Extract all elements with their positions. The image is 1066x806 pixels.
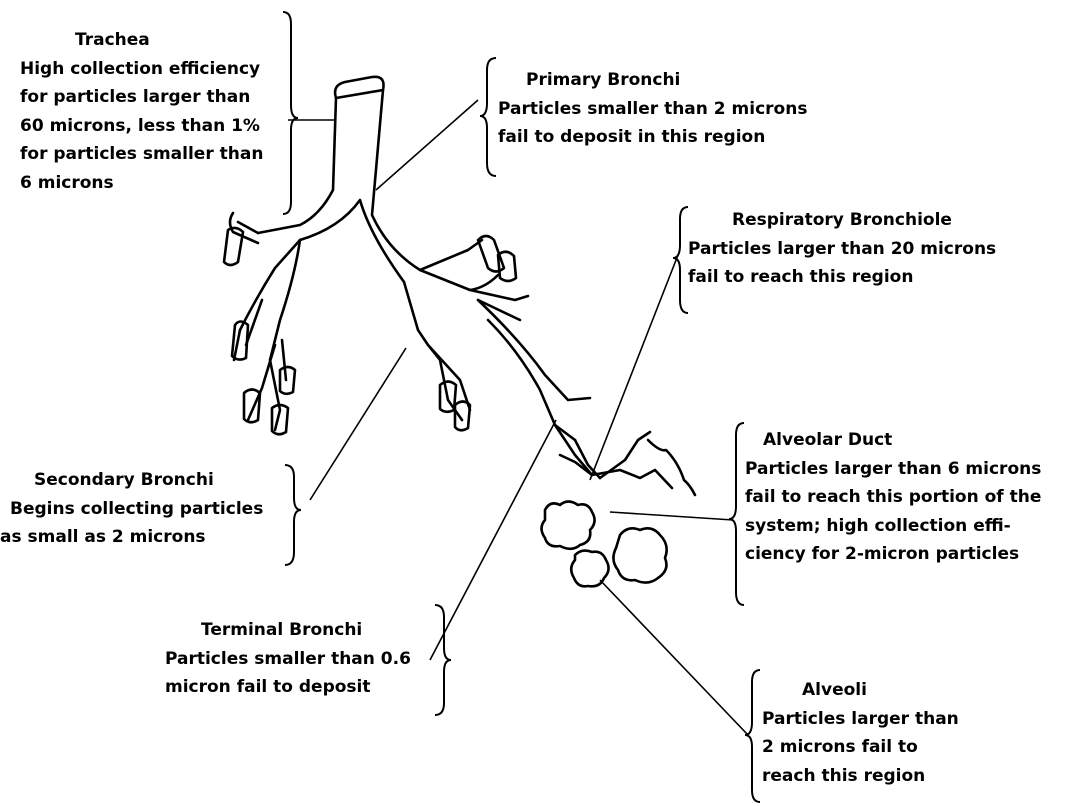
secondary-bronchi-text-line: Begins collecting particles xyxy=(0,495,263,524)
terminal-bronchus xyxy=(478,300,590,440)
terminal-bronchi-leader xyxy=(430,420,556,660)
alveoli-cluster-1 xyxy=(542,502,595,549)
alveoli-text-line: Particles larger than xyxy=(762,705,959,734)
trachea-text-line: for particles smaller than xyxy=(20,140,263,169)
secondary-bronchi-title: Secondary Bronchi xyxy=(0,466,263,495)
respiratory-bronchiole-title: Respiratory Bronchiole xyxy=(688,206,996,235)
alveolar-duct-text-line: ciency for 2-micron particles xyxy=(745,540,1041,569)
trachea-title: Trachea xyxy=(20,26,263,55)
respiratory-bronchiole-label: Respiratory Bronchiole Particles larger … xyxy=(688,206,996,292)
alveolar-duct-leader xyxy=(610,512,733,520)
alveoli-text-line: reach this region xyxy=(762,762,959,791)
trachea-text-line: 60 microns, less than 1% xyxy=(20,112,263,141)
trachea-text-line: for particles larger than xyxy=(20,83,263,112)
alveolar-duct-text-line: Particles larger than 6 microns xyxy=(745,455,1041,484)
respiratory-bronchiole-text-line: fail to reach this region xyxy=(688,263,996,292)
primary-bronchi-title: Primary Bronchi xyxy=(498,66,807,95)
secondary-bronchi-text-line: as small as 2 microns xyxy=(0,523,263,552)
alveoli-cluster-2 xyxy=(613,528,666,582)
alveolar-duct-bracket xyxy=(729,423,744,605)
alveolar-duct-label: Alveolar Duct Particles larger than 6 mi… xyxy=(745,426,1041,569)
alveolar-duct-text-line: system; high collection effi- xyxy=(745,512,1041,541)
primary-bronchi-text-line: fail to deposit in this region xyxy=(498,123,807,152)
alveoli-text-line: 2 microns fail to xyxy=(762,733,959,762)
primary-bronchi-text-line: Particles smaller than 2 microns xyxy=(498,95,807,124)
secondary-bronchi-label: Secondary Bronchi Begins collecting part… xyxy=(0,466,263,552)
right-mid-branch xyxy=(470,290,528,320)
trachea-shape xyxy=(335,77,383,98)
secondary-bronchi-bracket xyxy=(285,465,301,565)
primary-bronchi-label: Primary Bronchi Particles smaller than 2… xyxy=(498,66,807,152)
trachea-label: Trachea High collection efficiency for p… xyxy=(20,26,263,197)
terminal-bronchi-label: Terminal Bronchi Particles smaller than … xyxy=(165,616,411,702)
respiratory-bronchiole-text-line: Particles larger than 20 microns xyxy=(688,235,996,264)
alveoli-bracket xyxy=(745,670,760,802)
trachea-text-line: 6 microns xyxy=(20,169,263,198)
terminal-bronchi-bracket xyxy=(435,605,451,715)
alveoli-label: Alveoli Particles larger than 2 microns … xyxy=(762,676,959,790)
terminal-bronchi-text-line: micron fail to deposit xyxy=(165,673,411,702)
left-branch-tip-2 xyxy=(244,390,260,423)
left-branch-tip-4 xyxy=(280,367,295,394)
alveolar-duct-title: Alveolar Duct xyxy=(745,426,1041,455)
alveolar-duct-1 xyxy=(592,470,672,488)
trachea-bracket xyxy=(283,12,298,214)
left-main-bronchus xyxy=(240,240,300,360)
alveoli-title: Alveoli xyxy=(762,676,959,705)
secondary-bronchi-leader xyxy=(310,348,406,500)
primary-bronchi-bracket xyxy=(480,58,496,176)
trachea-text-line: High collection efficiency xyxy=(20,55,263,84)
terminal-bronchi-title: Terminal Bronchi xyxy=(165,616,411,645)
alveoli-cluster-3 xyxy=(571,551,608,587)
primary-bronchi-leader xyxy=(376,100,478,190)
alveoli-leader xyxy=(600,580,748,735)
terminal-bronchi-text-line: Particles smaller than 0.6 xyxy=(165,645,411,674)
alveolar-duct-text-line: fail to reach this portion of the xyxy=(745,483,1041,512)
